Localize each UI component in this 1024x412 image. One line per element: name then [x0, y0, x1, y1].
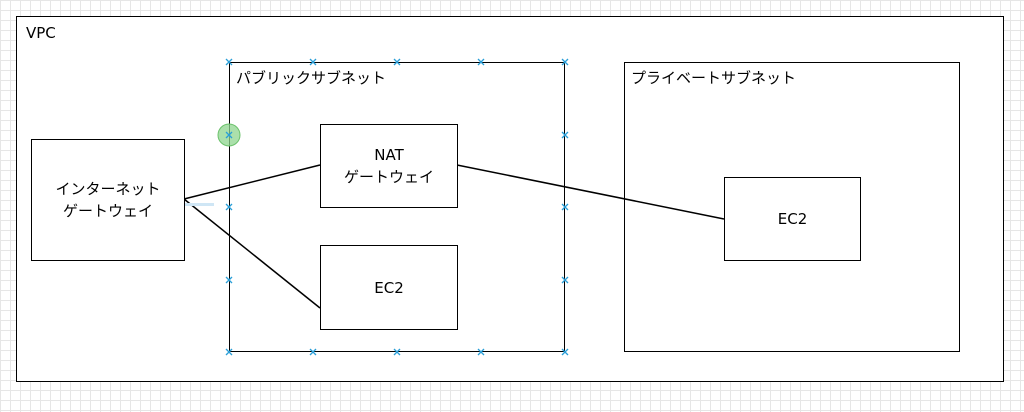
internet-gateway-node[interactable]: インターネット ゲートウェイ	[31, 139, 185, 261]
internet-gateway-label-line1: インターネット	[55, 180, 161, 198]
vpc-label: VPC	[26, 24, 56, 42]
public-ec2-node[interactable]: EC2	[320, 245, 458, 330]
public-ec2-label: EC2	[374, 278, 404, 297]
nat-gateway-node[interactable]: NAT ゲートウェイ	[320, 124, 458, 208]
public-subnet-label: パブリックサブネット	[236, 69, 387, 87]
internet-gateway-label-line2: ゲートウェイ	[62, 202, 153, 220]
private-ec2-node[interactable]: EC2	[724, 177, 861, 261]
private-ec2-label: EC2	[777, 210, 808, 228]
private-subnet-label: プライベートサブネット	[631, 69, 797, 87]
nat-gateway-label-line1: NAT	[374, 146, 404, 164]
nat-gateway-label-line2: ゲートウェイ	[343, 168, 434, 186]
